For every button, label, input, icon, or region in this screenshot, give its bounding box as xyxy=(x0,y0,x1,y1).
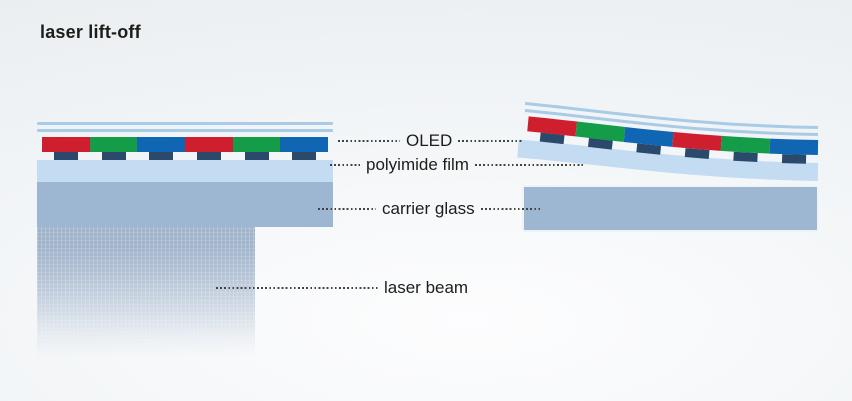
tft-contact-square xyxy=(101,152,126,161)
leader-dots xyxy=(330,164,360,166)
polyimide-label: polyimide film xyxy=(366,155,469,174)
oled-subpixel-row xyxy=(42,137,329,152)
tft-contact-square xyxy=(292,152,317,161)
encapsulation-layer-1-curved xyxy=(524,102,819,129)
oled-subpixel-curved xyxy=(524,116,819,155)
oled-subpixel-curved xyxy=(524,116,819,155)
oled-subpixel-curved xyxy=(524,116,819,155)
polyimide-film-layer-curved xyxy=(517,139,819,181)
oled-subpixel xyxy=(42,137,90,152)
encapsulation-layer-2-curved xyxy=(524,109,819,136)
encapsulation-layer-1 xyxy=(37,122,333,125)
attached-stack-diagram xyxy=(37,122,333,372)
label-row-laser: laser beam xyxy=(216,279,476,297)
leader-dots xyxy=(480,208,541,210)
tft-contact-square xyxy=(53,152,78,161)
page-title: laser lift-off xyxy=(40,22,141,42)
leader-dots xyxy=(318,208,376,210)
tft-contact-square xyxy=(196,152,221,161)
laser-beam-label: laser beam xyxy=(384,278,469,297)
carrier-glass-label: carrier glass xyxy=(382,199,475,218)
label-row-carrier: carrier glass xyxy=(318,200,541,218)
carrier-glass-layer xyxy=(37,182,333,227)
oled-label: OLED xyxy=(406,131,453,150)
lifted-film-diagram xyxy=(517,102,819,232)
leader-dots xyxy=(216,287,378,289)
leader-dots xyxy=(458,140,523,142)
oled-subpixel xyxy=(232,137,281,152)
tft-contact-row xyxy=(42,152,328,161)
tft-contact-square xyxy=(149,152,174,161)
oled-subpixel xyxy=(280,137,329,152)
encapsulation-layer-2 xyxy=(37,129,333,132)
label-row-oled: OLED xyxy=(338,132,523,150)
oled-subpixel xyxy=(137,137,186,152)
carrier-glass-layer-right xyxy=(522,185,819,232)
oled-subpixel xyxy=(89,137,138,152)
tft-contact-square xyxy=(244,152,269,161)
oled-subpixel xyxy=(185,137,233,152)
leader-dots xyxy=(338,140,400,142)
leader-dots xyxy=(474,164,583,166)
polyimide-film-layer xyxy=(37,160,333,182)
label-row-polyimide: polyimide film xyxy=(330,156,583,174)
tft-contact-row-curved xyxy=(524,131,819,164)
